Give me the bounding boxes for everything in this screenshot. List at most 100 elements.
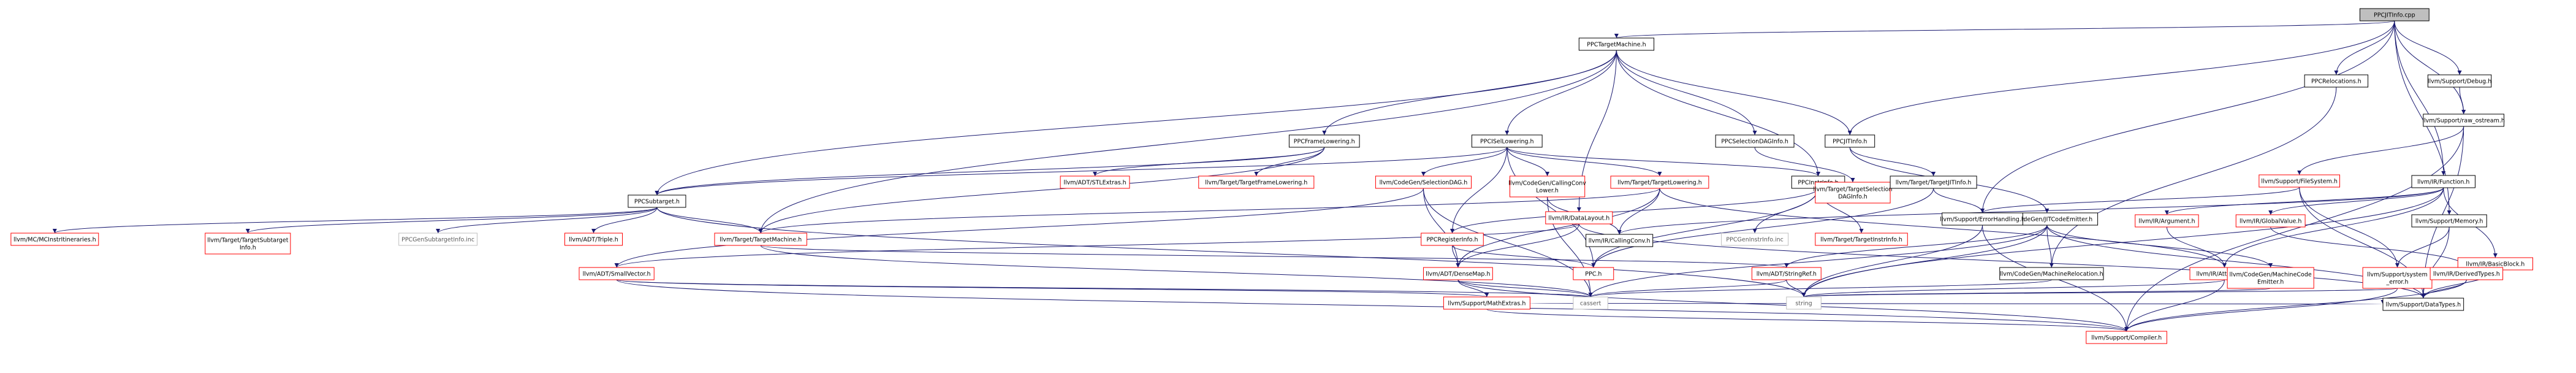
node-label-line: llvm/ADT/Triple.h <box>569 237 618 244</box>
node-n11[interactable]: PPCSubtarget.h <box>628 194 686 208</box>
node-label: PPCRelocations.h <box>2311 79 2361 85</box>
node-label-line: PPCRelocations.h <box>2311 79 2361 85</box>
edge-n36-n45 <box>616 279 1489 298</box>
node-label-line: _error.h <box>2386 279 2409 286</box>
node-n16[interactable]: llvm/Target/TargetLowering.h <box>1610 175 1709 189</box>
node-label-line: PPCTargetMachine.h <box>1587 42 1646 48</box>
node-n8[interactable]: PPCJITInfo.h <box>1825 134 1875 148</box>
node-n1[interactable]: PPCTargetMachine.h <box>1578 37 1655 51</box>
node-box <box>714 233 807 246</box>
node-n13[interactable]: llvm/Target/TargetFrameLowering.h <box>1198 175 1315 189</box>
node-n10[interactable]: llvm/IR/Function.h <box>2411 175 2475 188</box>
node-label-line: PPCSubtarget.h <box>634 199 680 206</box>
node-n26[interactable]: llvm/MC/MCInstrItineraries.h <box>10 233 99 246</box>
node-label: PPCTargetMachine.h <box>1587 42 1646 48</box>
node-box <box>1715 134 1795 148</box>
node-label: llvm/ADT/SmallVector.h <box>583 271 651 278</box>
edge-n37-n45 <box>1457 279 1489 298</box>
node-n38[interactable]: PPC.h <box>1573 267 1614 280</box>
node-n2[interactable]: PPCRelocations.h <box>2304 74 2369 88</box>
node-n12[interactable]: llvm/ADT/STLExtras.h <box>1060 175 1130 189</box>
edge-n0-n2 <box>2334 20 2395 75</box>
node-box <box>1198 175 1315 189</box>
node-label-line: llvm/CodeGen/MachineRelocation.h <box>2000 271 2103 278</box>
node-label-line: llvm/IR/DataLayout.h <box>1548 215 1609 222</box>
node-n37[interactable]: llvm/ADT/DenseMap.h <box>1423 267 1493 280</box>
node-label-line: PPCFrameLowering.h <box>1294 139 1355 145</box>
edge-n16-n31 <box>1617 188 1660 235</box>
node-label: llvm/Target/TargetLowering.h <box>1617 180 1702 186</box>
node-n29[interactable]: llvm/ADT/Triple.h <box>564 233 623 246</box>
node-box <box>2359 8 2430 21</box>
node-n39[interactable]: llvm/ADT/StringRef.h <box>1751 267 1822 280</box>
node-n4[interactable]: llvm/Support/raw_ostream.h <box>2422 113 2505 127</box>
edge-n43-n47 <box>1802 288 2398 298</box>
node-box <box>1375 175 1472 189</box>
node-n36[interactable]: llvm/ADT/SmallVector.h <box>579 267 655 280</box>
edge-n8-n19 <box>1849 147 1936 177</box>
node-n30[interactable]: llvm/Target/TargetMachine.h <box>714 233 807 246</box>
node-box <box>2304 74 2369 88</box>
node-n5[interactable]: PPCFrameLowering.h <box>1288 134 1360 148</box>
node-label-line: llvm/Target/TargetLowering.h <box>1617 180 1702 186</box>
edge-n0-n3 <box>2394 20 2462 75</box>
edge-n37-n46 <box>1457 279 1593 298</box>
node-n40[interactable]: llvm/CodeGen/MachineRelocation.h <box>1999 267 2104 280</box>
edge-n1-n17 <box>1616 50 1821 177</box>
edge-n6-n17 <box>1506 147 1820 177</box>
node-n3[interactable]: llvm/Support/Debug.h <box>2427 74 2492 88</box>
node-box <box>2086 331 2167 344</box>
node-n9[interactable]: llvm/Support/FileSystem.h <box>2259 174 2340 188</box>
edge-n5-n13 <box>1254 147 1325 177</box>
node-n48[interactable]: llvm/Support/DataTypes.h <box>2382 298 2464 311</box>
node-n23[interactable]: llvm/IR/GlobalValue.h <box>2235 214 2306 228</box>
node-label-line: Lower.h <box>1536 188 1559 194</box>
node-n24[interactable]: llvm/Support/Memory.h <box>2411 214 2487 228</box>
node-label: PPCSelectionDAGInfo.h <box>1721 139 1788 145</box>
node-label: llvm/IR/DerivedTypes.h <box>2433 271 2500 278</box>
node-label: llvm/Support/FileSystem.h <box>2261 179 2337 185</box>
node-n43[interactable]: llvm/Support/system_error.h <box>2362 267 2433 289</box>
edge-n5-n30 <box>758 147 1325 234</box>
node-label-line: llvm/Target/TargetSelection <box>1813 186 1892 193</box>
edge-n1-n7 <box>1616 50 1757 136</box>
node-n0[interactable]: PPCJITInfo.cpp <box>2359 8 2430 21</box>
node-n35[interactable]: llvm/Target/TargetInstrInfo.h <box>1815 233 1908 246</box>
node-box <box>1786 296 1822 310</box>
node-label-line: PPCJITInfo.h <box>1833 139 1867 145</box>
edge-n11-n47 <box>656 207 1806 298</box>
node-n7[interactable]: PPCSelectionDAGInfo.h <box>1715 134 1795 148</box>
edge-n32-n38 <box>1451 245 1596 268</box>
node-n21[interactable]: llvm/Support/ErrorHandling.h <box>1940 212 2025 226</box>
node-box <box>1060 175 1130 189</box>
edge-n1-n8 <box>1616 50 1852 136</box>
node-n14[interactable]: llvm/CodeGen/SelectionDAG.h <box>1375 175 1472 189</box>
node-box <box>564 233 623 246</box>
node-n33[interactable]: llvm/IR/DataLayout.h <box>1545 211 1613 225</box>
node-label-line: llvm/ADT/STLExtras.h <box>1063 180 1126 186</box>
node-label: cassert <box>1580 301 1601 307</box>
node-n45[interactable]: llvm/Support/MathExtras.h <box>1443 296 1530 310</box>
node-n22[interactable]: llvm/IR/Argument.h <box>2135 214 2199 228</box>
edge-n10-n41 <box>2222 187 2444 268</box>
edge-n42-n47 <box>1802 288 2271 298</box>
node-n19[interactable]: llvm/Target/TargetJITInfo.h <box>1890 175 1977 189</box>
node-n31[interactable]: llvm/IR/CallingConv.h <box>1586 234 1654 247</box>
node-n49[interactable]: llvm/Support/Compiler.h <box>2086 331 2167 344</box>
edge-n11-n29 <box>591 207 658 234</box>
node-label: llvm/Target/TargetJITInfo.h <box>1896 180 1972 186</box>
edge-n0-n1 <box>1614 20 2395 39</box>
node-n44[interactable]: llvm/IR/DerivedTypes.h <box>2430 267 2504 280</box>
node-n6[interactable]: PPCISelLowering.h <box>1471 134 1543 148</box>
node-label: llvm/CodeGen/JITCodeEmitter.h <box>2002 217 2093 223</box>
node-label-line: llvm/Target/TargetFrameLowering.h <box>1205 180 1307 186</box>
node-n32[interactable]: PPCRegisterInfo.h <box>1421 233 1484 246</box>
node-label-line: llvm/ADT/SmallVector.h <box>583 271 651 278</box>
edge-n6-n38 <box>1506 147 1596 268</box>
